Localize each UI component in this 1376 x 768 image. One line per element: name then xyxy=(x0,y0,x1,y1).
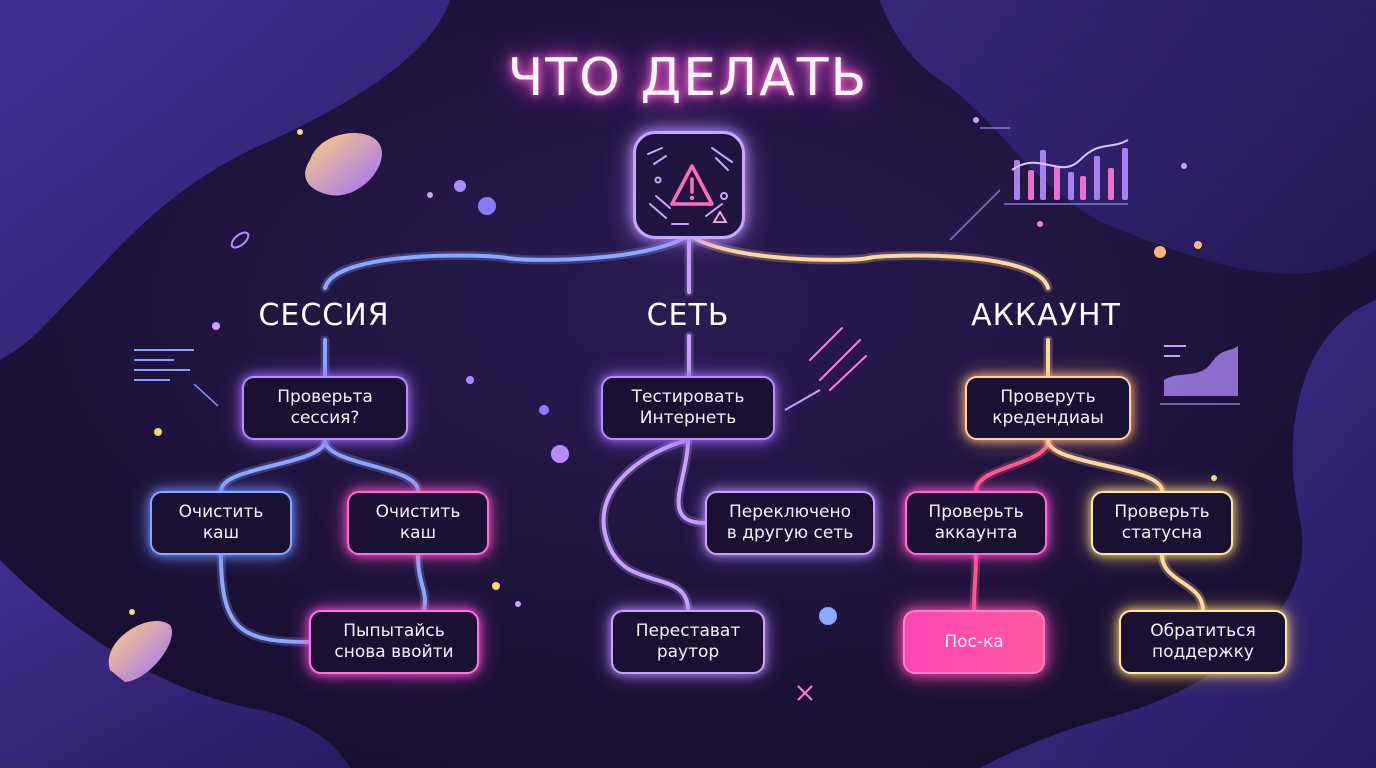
deco-particle xyxy=(551,445,569,463)
step-network-2: Переключено в другую сеть xyxy=(705,491,875,555)
blob-bottom-left xyxy=(0,560,350,768)
connector-hub-s1 xyxy=(323,233,691,378)
connector-s3-s4 xyxy=(416,553,427,612)
deco-particle xyxy=(1154,246,1166,258)
deco-particle xyxy=(454,180,466,192)
deco-particle xyxy=(427,192,433,198)
deco-axis xyxy=(193,383,219,407)
connector-a1-a3 xyxy=(1046,438,1164,493)
deco-bar xyxy=(1014,160,1020,200)
step-account-1: Проверуть кредендиаы xyxy=(965,376,1131,440)
deco-particle xyxy=(478,197,496,215)
deco-bar xyxy=(1080,176,1086,200)
step-network-3: Перестават раутор xyxy=(611,610,765,674)
connector-s2-s4 xyxy=(219,553,311,644)
branch-heading-account: АККАУНТ xyxy=(971,298,1121,333)
deco-ring xyxy=(230,231,250,249)
page-title: ЧТО ДЕЛАТЬ xyxy=(507,48,869,108)
deco-particle xyxy=(539,405,549,415)
step-session-4: Пыпытайсь снова ввойти xyxy=(309,610,479,674)
connector-n1-n3 xyxy=(601,438,690,612)
step-account-2: Проверьть аккаунта xyxy=(905,491,1047,555)
deco-bar xyxy=(1094,156,1100,200)
deco-bar xyxy=(1040,150,1046,200)
connector-s1-s3 xyxy=(323,438,420,493)
deco-trend-line xyxy=(1011,139,1129,171)
deco-bar xyxy=(1068,172,1074,200)
deco-particle xyxy=(819,607,837,625)
deco-streaks xyxy=(809,327,867,391)
step-account-4: Пос-ка xyxy=(903,610,1045,674)
deco-cross xyxy=(797,685,813,701)
deco-particle xyxy=(212,322,220,330)
deco-particle xyxy=(492,582,500,590)
deco-bar xyxy=(1108,168,1114,200)
blob-top-left xyxy=(0,0,450,360)
step-session-3: Очистить каш xyxy=(347,491,489,555)
connector-s1-s2 xyxy=(219,438,327,493)
deco-bar xyxy=(1054,166,1060,200)
deco-axis xyxy=(784,389,821,411)
deco-particle xyxy=(154,428,162,436)
deco-particle xyxy=(973,117,979,123)
warning-icon xyxy=(647,147,733,225)
connector-hub-a1 xyxy=(687,233,1050,378)
deco-axis xyxy=(949,189,1001,241)
deco-particle xyxy=(297,129,303,135)
deco-particle xyxy=(466,376,474,384)
blob-top-right xyxy=(880,0,1376,274)
deco-particle xyxy=(1181,163,1187,169)
step-account-5: Обратиться поддержку xyxy=(1119,610,1287,674)
step-account-3: Проверьть статусна xyxy=(1091,491,1233,555)
branch-heading-session: СЕССИЯ xyxy=(258,298,390,333)
connector-a2-a4 xyxy=(972,553,978,612)
deco-particle xyxy=(515,601,521,607)
step-session-1: Проверьта сессия? xyxy=(242,376,408,440)
deco-particle xyxy=(129,609,135,615)
branch-heading-network: СЕТЬ xyxy=(646,298,730,333)
hub-node xyxy=(633,131,745,239)
deco-particle xyxy=(1037,221,1043,227)
connector-a1-a2 xyxy=(974,438,1050,493)
step-session-2: Очистить каш xyxy=(150,491,292,555)
deco-area-chart xyxy=(1164,346,1238,396)
step-network-1: Тестировать Интернеть xyxy=(601,376,775,440)
connector-a3-a5 xyxy=(1160,553,1205,612)
deco-particle xyxy=(1194,241,1202,249)
deco-bar xyxy=(1028,170,1034,200)
connector-n1-n2 xyxy=(676,438,707,525)
deco-bar xyxy=(1122,148,1128,200)
deco-particle xyxy=(1211,475,1217,481)
